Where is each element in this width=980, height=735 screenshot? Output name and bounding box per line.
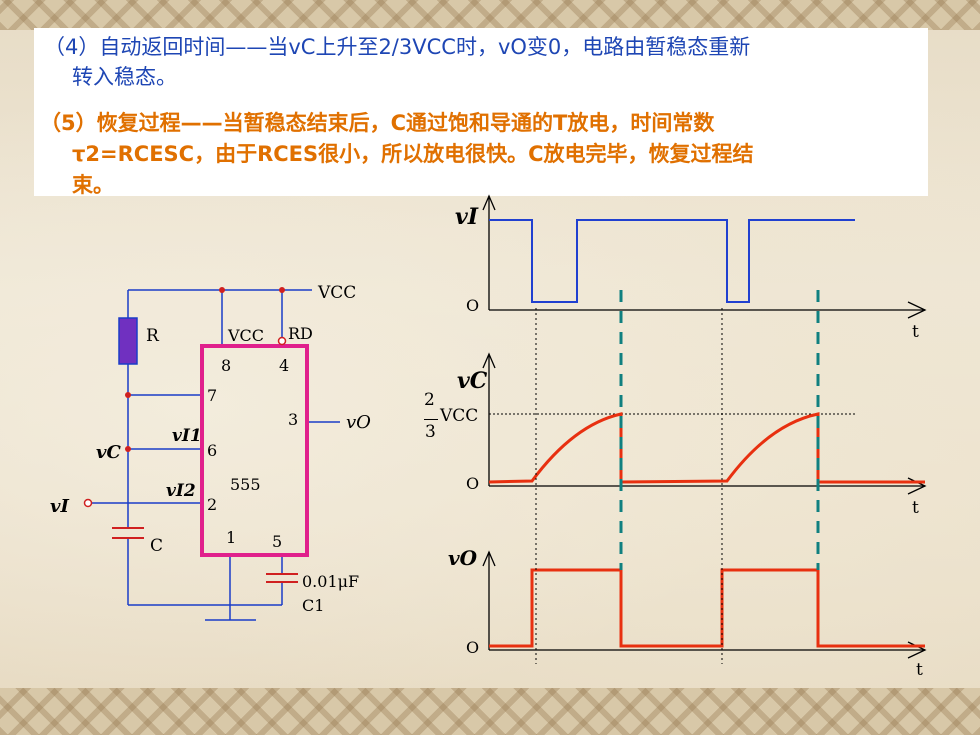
vo-axis-label: vO [448, 546, 478, 570]
threshold-denominator: 3 [425, 422, 436, 442]
origin-label-2: O [466, 474, 480, 493]
threshold-vcc-label: VCC [440, 406, 479, 426]
top-decorative-band [0, 0, 980, 30]
vo-output-label: vO [346, 412, 371, 433]
origin-label-3: O [466, 638, 480, 657]
vi-input-terminal [83, 498, 93, 508]
pin-6: 6 [207, 441, 218, 460]
chip-555 [200, 344, 309, 557]
pin-1: 1 [226, 528, 237, 547]
pin-2: 2 [207, 495, 218, 514]
t-label-3: t [916, 660, 923, 680]
text-line-4: τ2=RCESC，由于RCES很小，所以放电很快。C放电完毕，恢复过程结 [72, 142, 754, 166]
t-label-1: t [912, 322, 919, 342]
chip-555-label: 555 [230, 475, 261, 494]
vcc-top-label: VCC [318, 283, 357, 303]
vc-axis-label: vC [457, 368, 488, 394]
pin-5: 5 [272, 532, 283, 551]
rd-inverter-bubble [277, 336, 287, 346]
text-line-5: 束。 [72, 173, 114, 197]
threshold-numerator: 2 [424, 390, 435, 410]
resistor-r [118, 317, 138, 365]
c1-value-label: 0.01μF [302, 572, 360, 591]
vi-input-label: vI [50, 496, 69, 517]
pin-7: 7 [207, 386, 218, 405]
capacitor-c [112, 527, 144, 539]
origin-label-1: O [466, 296, 480, 315]
rd-label: RD [288, 324, 313, 343]
c1-label: C1 [302, 596, 325, 615]
vcc-pin-label: VCC [228, 326, 265, 345]
text-line-3: （5）恢复过程——当暂稳态结束后，C通过饱和导通的T放电，时间常数 [40, 111, 715, 135]
vi2-label: vI2 [166, 481, 196, 501]
vc-node-label: vC [96, 442, 121, 463]
vi1-label: vI1 [172, 426, 202, 446]
pin-8: 8 [221, 356, 232, 375]
pin-3: 3 [288, 410, 299, 429]
capacitor-c1 [266, 573, 298, 583]
c-label: C [150, 536, 164, 556]
threshold-fraction-bar [424, 419, 438, 420]
text-line-1: （4）自动返回时间——当vC上升至2/3VCC时，vO变0，电路由暂稳态重新 [44, 35, 751, 59]
vi-waveform [489, 219, 855, 303]
r-label: R [146, 326, 159, 346]
t-label-2: t [912, 498, 919, 518]
vo-waveform [489, 568, 925, 648]
pin-4: 4 [279, 356, 290, 375]
text-box [34, 28, 928, 196]
text-line-2: 转入稳态。 [72, 65, 177, 89]
vc-waveform [488, 412, 925, 484]
bottom-decorative-band [0, 688, 980, 735]
vi-axis-label: vI [455, 204, 479, 230]
